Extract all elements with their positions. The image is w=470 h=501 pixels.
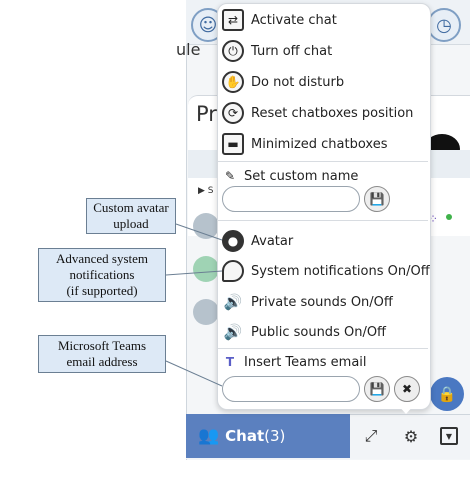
leader-line-notifications <box>165 270 223 276</box>
status-icon: ⁘ <box>428 212 439 226</box>
menu-item-reset-chatboxes[interactable]: ⟳ Reset chatboxes position <box>222 99 413 127</box>
minimize-box-icon[interactable]: ▼ <box>432 418 466 454</box>
menu-pointer <box>397 404 415 414</box>
teams-email-input[interactable] <box>222 376 360 402</box>
menu-item-turn-off-chat[interactable]: ⏻ Turn off chat <box>222 37 332 65</box>
collapsed-group-row[interactable]: ▶ S <box>198 186 214 196</box>
settings-gears-icon[interactable]: ⚙ <box>403 426 419 446</box>
callout-avatar: Custom avatar upload <box>86 198 176 234</box>
hand-stop-icon: ✋ <box>222 71 244 93</box>
menu-divider <box>218 220 428 221</box>
speaker-icon: 🔊 <box>223 323 243 341</box>
menu-divider <box>218 161 428 162</box>
close-icon[interactable]: ✖ <box>394 376 420 402</box>
menu-item-activate-chat[interactable]: ⇄ Activate chat <box>222 6 337 34</box>
background-text-fragment: ule <box>176 40 201 59</box>
custom-name-label: Set custom name <box>244 168 359 184</box>
callout-line: (if supported) <box>66 283 138 298</box>
avatar <box>193 256 219 282</box>
save-icon[interactable]: 💾 <box>364 376 390 402</box>
menu-item-label: System notifications On/Off <box>251 263 430 279</box>
chat-count: (3) <box>264 427 286 445</box>
user-circle-icon: ● <box>222 230 244 252</box>
callout-line: Custom avatar <box>93 200 169 215</box>
swap-arrows-icon: ⇄ <box>222 9 244 31</box>
online-status-dot <box>446 214 452 220</box>
callout-notifications: Advanced system notifications (if suppor… <box>38 248 166 302</box>
lock-icon[interactable]: 🔒 <box>430 377 464 411</box>
chat-toggle-button[interactable]: 👥 Chat (3) <box>186 414 350 458</box>
power-icon: ⏻ <box>222 40 244 62</box>
expand-icon[interactable]: ⤢ <box>364 426 378 445</box>
refresh-icon: ⟳ <box>222 102 244 124</box>
menu-item-label: Activate chat <box>251 12 337 28</box>
menu-item-label: Public sounds On/Off <box>251 324 387 340</box>
menu-item-label: Reset chatboxes position <box>251 105 414 121</box>
chat-label: Chat <box>225 427 265 445</box>
callout-line: Microsoft Teams <box>57 338 147 353</box>
avatar <box>193 299 219 325</box>
menu-item-label: Turn off chat <box>251 43 333 59</box>
clock-icon[interactable]: ◷ <box>427 8 461 42</box>
background-title-fragment: Pr <box>196 102 217 126</box>
menu-item-private-sounds[interactable]: 🔊 Private sounds On/Off <box>222 288 393 316</box>
custom-name-heading: ✎ Set custom name <box>222 162 358 190</box>
window-minimize-icon: ▬ <box>222 133 244 155</box>
teams-email-heading: T Insert Teams email <box>222 348 367 376</box>
leader-line-teams <box>165 360 223 387</box>
users-icon: 👥 <box>198 426 220 446</box>
menu-divider <box>218 348 428 349</box>
pencil-icon: ✎ <box>224 169 236 183</box>
callout-line: Advanced system <box>55 251 149 266</box>
speech-bubble-icon <box>222 260 244 282</box>
save-icon[interactable]: 💾 <box>364 186 390 212</box>
leader-line-avatar <box>175 223 223 241</box>
teams-email-label: Insert Teams email <box>244 354 367 370</box>
custom-name-input[interactable] <box>222 186 360 212</box>
menu-item-label: Minimized chatboxes <box>251 136 388 152</box>
menu-item-minimized-chatboxes[interactable]: ▬ Minimized chatboxes <box>222 130 387 158</box>
callout-line: upload <box>113 216 149 231</box>
menu-item-label: Do not disturb <box>251 74 345 90</box>
speaker-icon: 🔊 <box>223 293 243 311</box>
menu-item-public-sounds[interactable]: 🔊 Public sounds On/Off <box>222 318 386 346</box>
callout-line: notifications <box>69 267 135 282</box>
callout-line: email address <box>66 354 138 369</box>
teams-icon: T <box>225 355 235 369</box>
menu-item-label: Avatar <box>251 233 294 249</box>
menu-item-system-notifications[interactable]: System notifications On/Off <box>222 257 430 285</box>
callout-teams: Microsoft Teams email address <box>38 335 166 373</box>
menu-item-label: Private sounds On/Off <box>251 294 393 310</box>
menu-item-avatar[interactable]: ● Avatar <box>222 227 293 255</box>
menu-item-do-not-disturb[interactable]: ✋ Do not disturb <box>222 68 344 96</box>
